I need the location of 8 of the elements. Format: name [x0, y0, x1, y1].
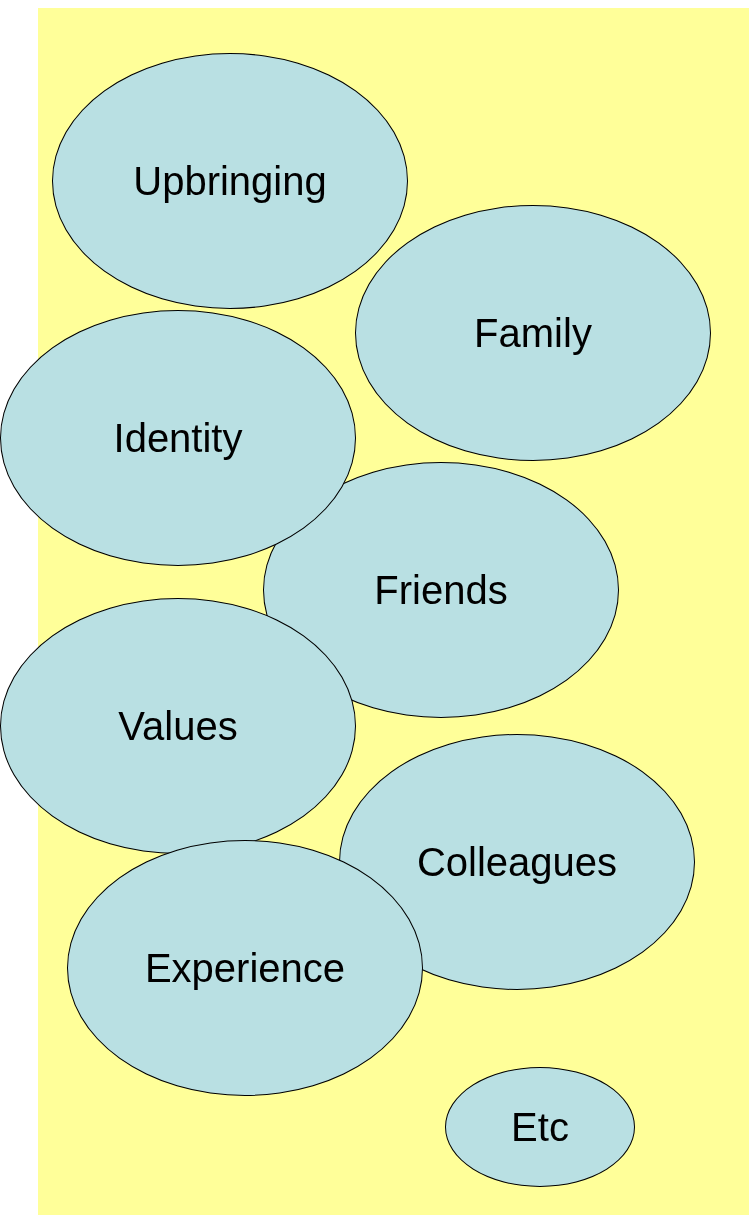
bubble-label: Family: [474, 310, 592, 356]
bubble-label: Colleagues: [416, 839, 618, 885]
bubble-label: Friends: [374, 567, 508, 613]
bubble-label: Upbringing: [133, 158, 327, 204]
bubble-label: Etc: [511, 1104, 569, 1150]
bubble-label: Experience: [144, 945, 346, 991]
bubble-label: Identity: [113, 415, 243, 461]
bubble-label: Values: [118, 703, 238, 749]
